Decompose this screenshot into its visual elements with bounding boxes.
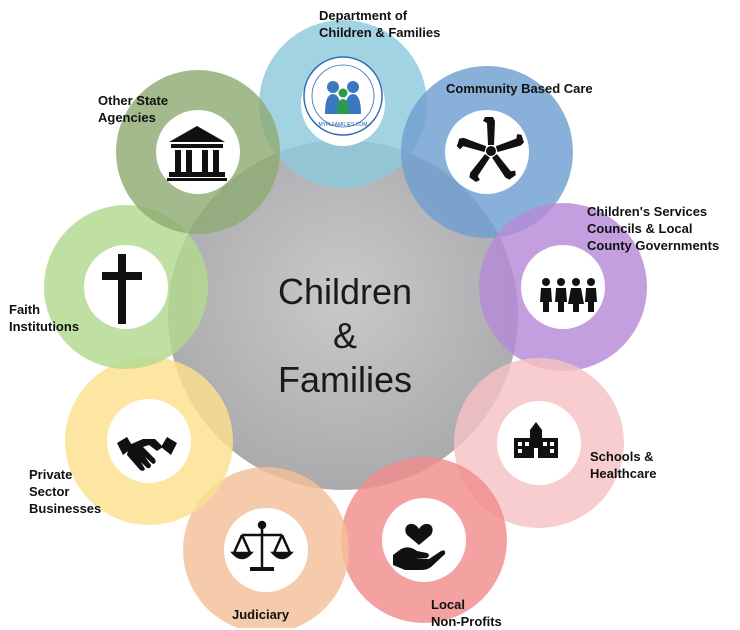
label-faith-institutions: Faith Institutions bbox=[9, 302, 80, 334]
dcf-seal-icon: MYFLFAMILIES.COM bbox=[303, 56, 383, 136]
icon-backdrop-state bbox=[156, 110, 240, 194]
label-other-state-agencies: Other State Agencies bbox=[98, 93, 169, 125]
label-private-sector: Private Sector Businesses bbox=[29, 467, 102, 516]
handshake-icon bbox=[117, 437, 177, 471]
joined-hands-icon bbox=[456, 117, 524, 183]
label-judiciary: Judiciary bbox=[232, 607, 290, 622]
heart-hand-icon bbox=[393, 523, 446, 570]
label-dcf: Department of Children & Families bbox=[319, 8, 441, 40]
label-local-non-profits: Local Non-Profits bbox=[431, 597, 502, 629]
icon-backdrop-judiciary bbox=[224, 508, 308, 592]
people-group-icon bbox=[540, 278, 597, 312]
cross-icon bbox=[102, 254, 142, 324]
label-schools-healthcare: Schools & Healthcare bbox=[590, 449, 657, 481]
icon-backdrop-csc bbox=[521, 245, 605, 329]
scales-icon bbox=[230, 520, 294, 571]
center-disc bbox=[168, 140, 518, 490]
center-title: Children & Families bbox=[245, 270, 445, 402]
center-line-2: & bbox=[332, 315, 357, 356]
label-childrens-services-councils: Children's Services Councils & Local Cou… bbox=[587, 204, 720, 253]
label-community-based-care: Community Based Care bbox=[446, 81, 593, 96]
school-building-icon bbox=[514, 422, 558, 458]
center-line-1: Children bbox=[277, 271, 413, 312]
government-building-icon bbox=[167, 126, 227, 181]
seal-caption: MYFLFAMILIES.COM bbox=[319, 122, 368, 128]
center-line-3: Families bbox=[277, 359, 412, 400]
